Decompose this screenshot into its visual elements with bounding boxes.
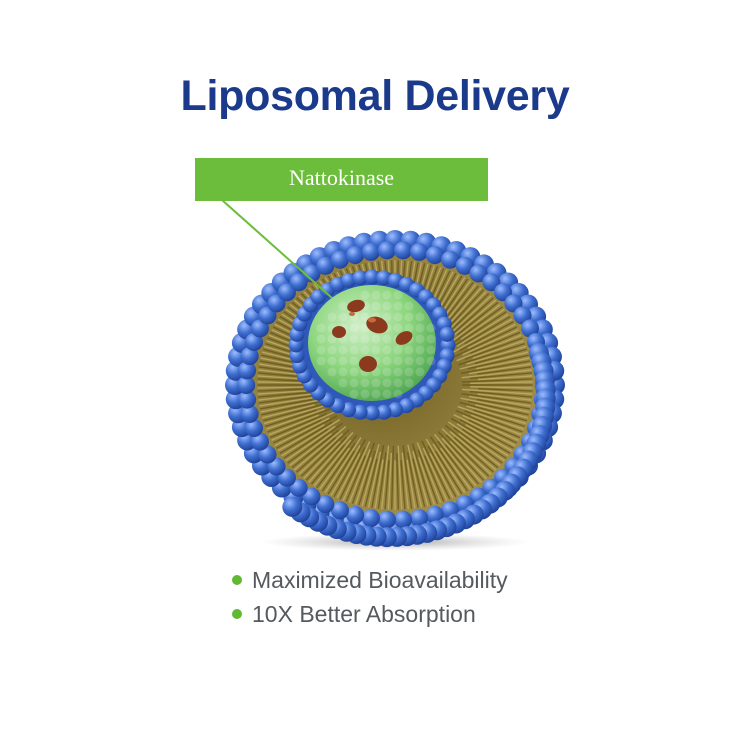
callout-label: Nattokinase	[288, 164, 395, 190]
list-item: Maximized Bioavailability	[232, 563, 508, 597]
outer-membrane-heads	[225, 230, 565, 548]
callout-line	[221, 199, 333, 299]
page-title: Liposomal Delivery	[180, 72, 570, 120]
list-item: 10X Better Absorption	[232, 597, 508, 631]
inner-membrane-heads	[288, 269, 456, 421]
green-dot-icon	[232, 575, 242, 585]
benefits-list: Maximized Bioavailability 10X Better Abs…	[232, 563, 508, 631]
aqueous-core	[308, 285, 436, 401]
bullet-text: Maximized Bioavailability	[252, 566, 508, 593]
bullet-text: 10X Better Absorption	[252, 600, 476, 627]
callout-label-box: Nattokinase	[195, 158, 488, 201]
nattokinase-particles	[332, 299, 413, 372]
green-dot-icon	[232, 609, 242, 619]
